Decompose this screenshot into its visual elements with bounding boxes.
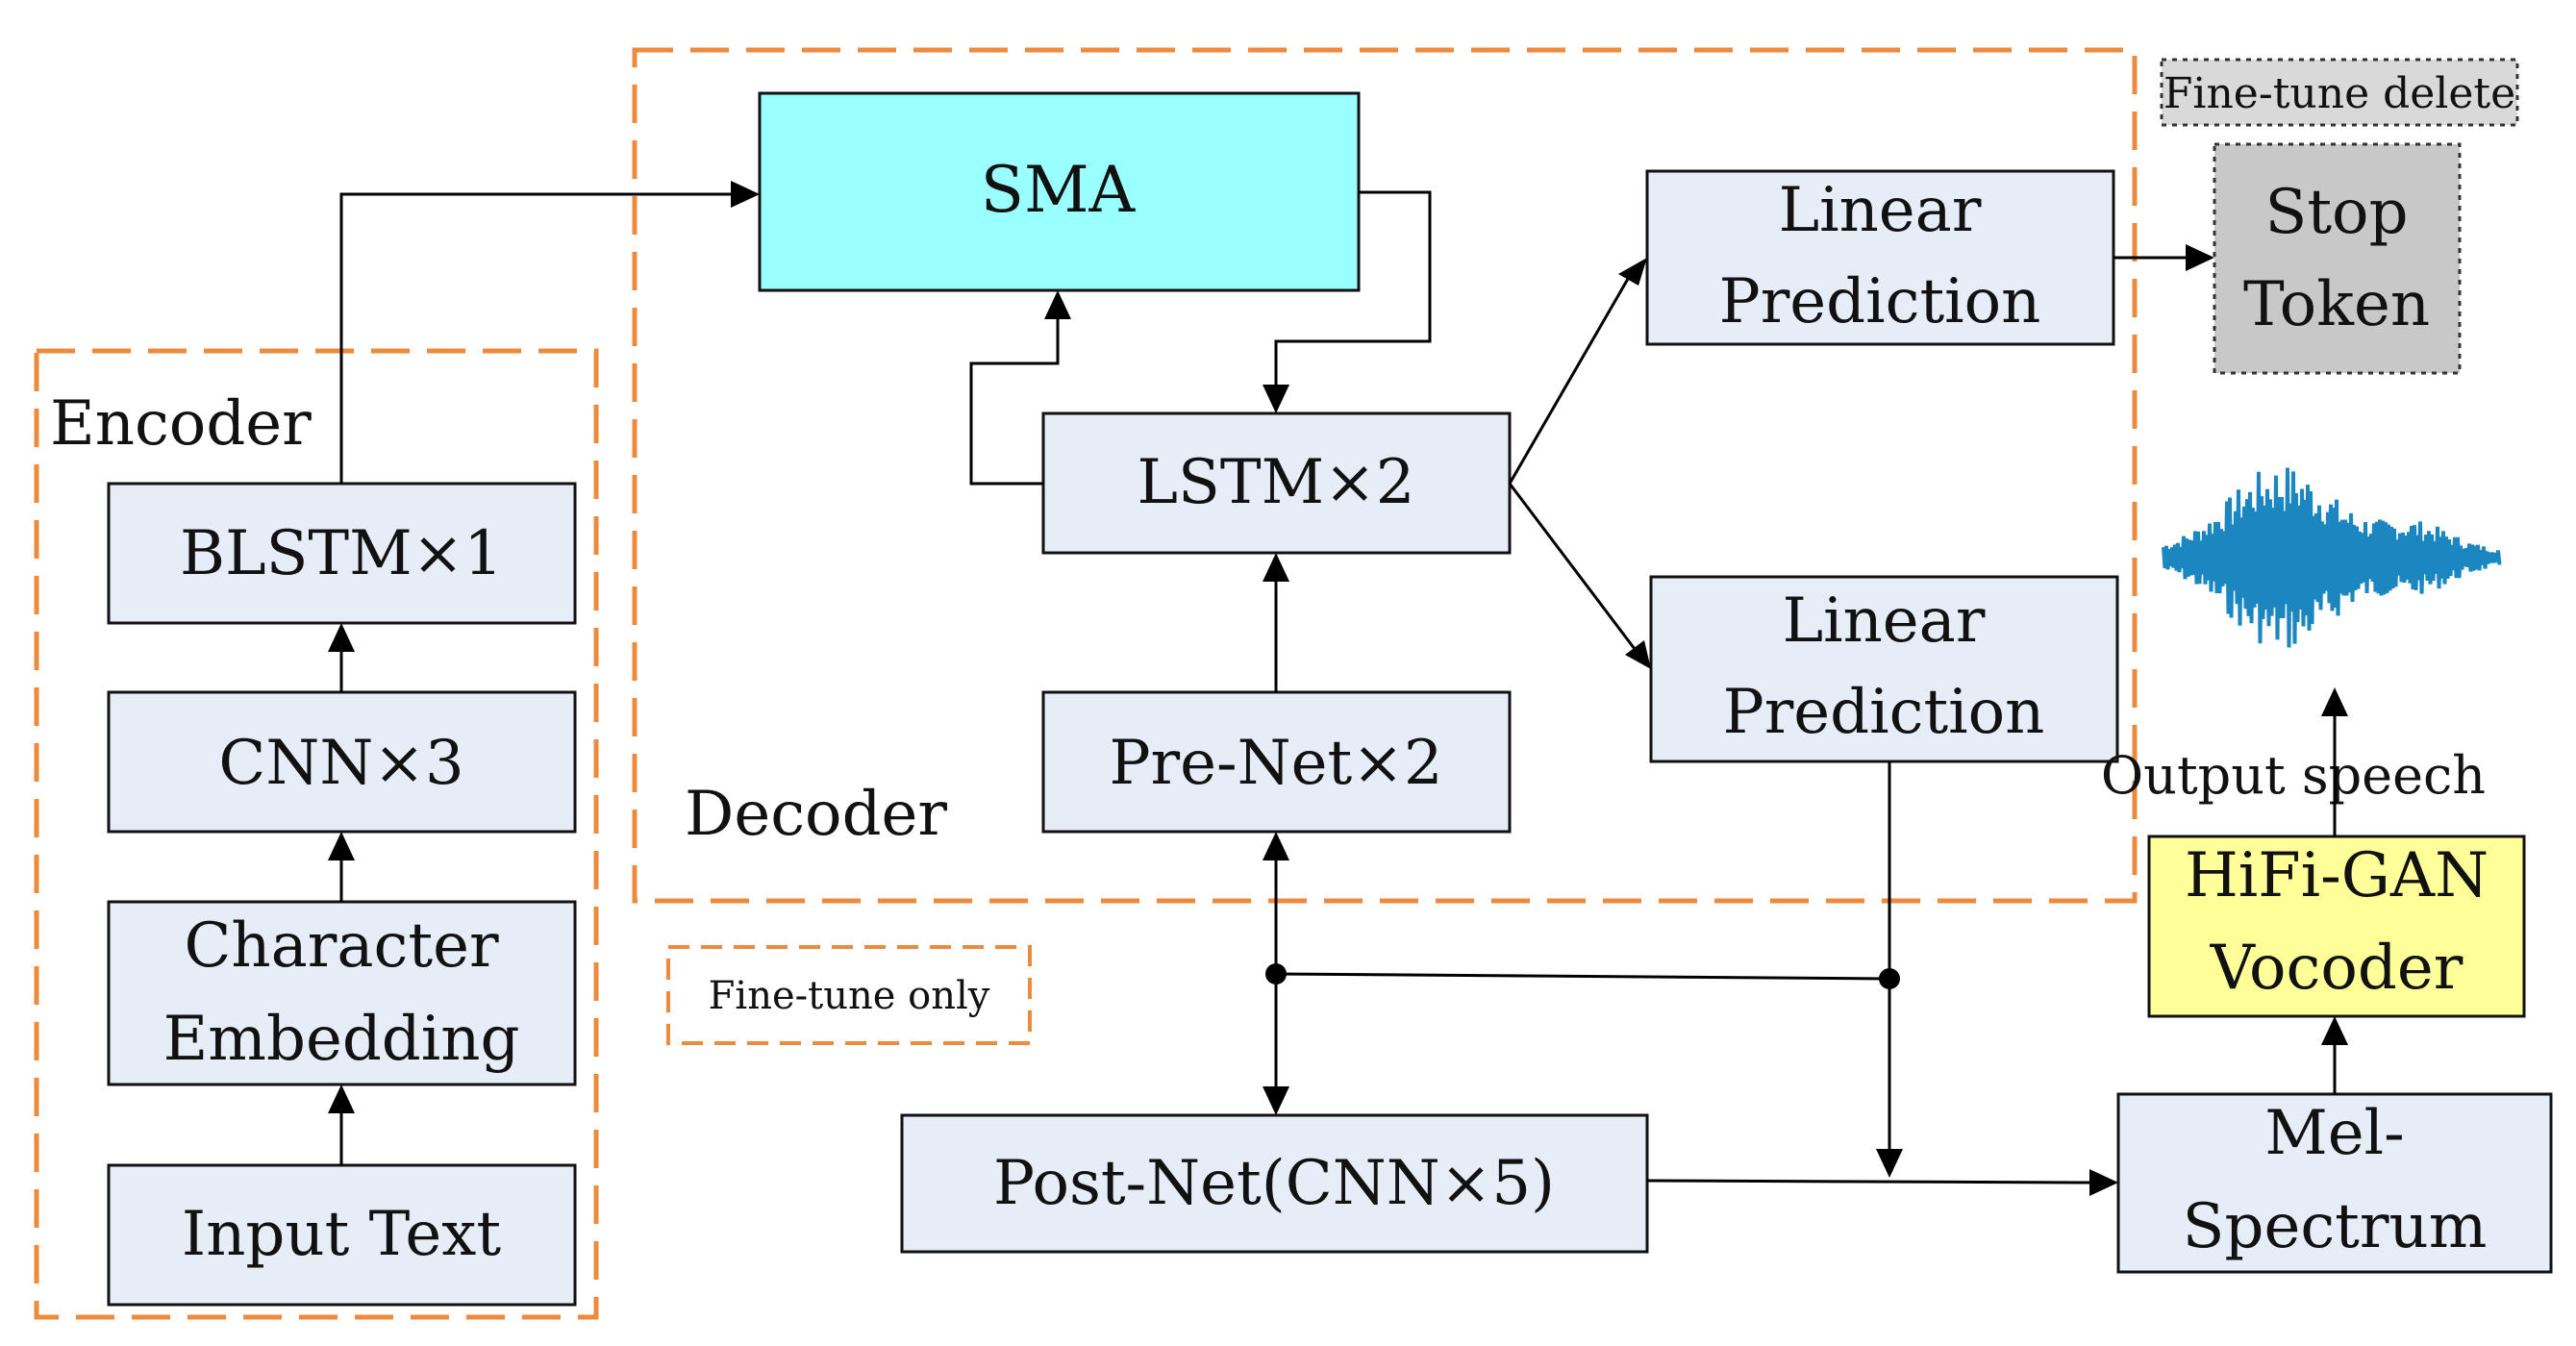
arrowhead [2321,687,2348,716]
arrow-blstm-to-sma [339,192,731,484]
linear-prediction-top-box [1645,169,2115,346]
finetune-delete-label: Fine-tune delete [2163,69,2515,118]
arrowhead [1044,290,1071,319]
arrowhead [328,1084,355,1113]
arrowhead [2321,1016,2348,1045]
postnet-label: Post-Net(CNN×5) [993,1148,1555,1219]
arrow-lstm-to-linear-top [1508,278,1630,485]
arrow-lstm-to-linear-bottom [1508,483,1637,650]
waveform-icon [2162,467,2502,648]
arrowhead [1625,640,1651,669]
encoder-label: Encoder [50,388,312,460]
character-embedding-line2: Embedding [163,1004,520,1075]
arrowhead [328,623,355,652]
arrowhead [1263,1086,1289,1115]
arrowhead [328,832,355,860]
finetune-only-label: Fine-tune only [709,974,990,1018]
vocoder-box [2147,835,2526,1018]
arrowhead [1618,258,1647,286]
finetune-only-box [666,945,1032,1045]
stop-token-line2: Token [2243,269,2430,340]
stop-token-box [2213,142,2462,375]
linear-prediction-bottom-line1: Linear [1783,586,1986,657]
arrow-lstm-to-sma [969,319,1060,486]
vocoder-line1: HiFi-GAN [2185,840,2488,911]
cnn-label: CNN×3 [218,728,463,799]
decoder-region [632,47,2138,904]
arrowhead [2186,244,2214,271]
arrowhead [731,181,760,208]
character-embedding-box [107,900,577,1086]
prenet-label: Pre-Net×2 [1109,728,1442,799]
input-text-box [107,1163,577,1307]
vocoder-line2: Vocoder [2210,933,2463,1004]
sma-box [758,91,1361,292]
input-text-label: Input Text [182,1199,501,1270]
mel-spectrum-box [2116,1092,2553,1274]
mel-spectrum-line2: Spectrum [2183,1191,2488,1262]
junction-dot-right [1879,968,1900,989]
stop-token-line1: Stop [2264,177,2408,248]
cnn-box [107,690,577,834]
linear-prediction-top-line1: Linear [1779,175,1982,246]
arrowhead [1263,832,1289,860]
linear-prediction-top-line2: Prediction [1719,266,2041,337]
lstm-label: LSTM×2 [1138,447,1415,518]
blstm-label: BLSTM×1 [180,518,503,589]
junction-line [1275,972,1890,981]
arrow-postnet-to-mel [1646,1179,2090,1184]
finetune-delete-box [2160,58,2519,127]
arrowhead [1263,385,1289,413]
arrow-sma-to-lstm [1274,190,1432,385]
blstm-box [107,482,577,625]
arrowhead [1876,1149,1903,1178]
lstm-box [1041,411,1512,555]
character-embedding-line1: Character [184,910,499,982]
linear-prediction-bottom-line2: Prediction [1723,677,2045,748]
output-speech-label: Output speech [2101,745,2486,806]
encoder-region [34,348,599,1320]
sma-label: SMA [981,153,1137,227]
mel-spectrum-line1: Mel- [2264,1098,2405,1169]
arrowhead [2089,1169,2118,1196]
linear-prediction-bottom-box [1649,575,2119,763]
arrowhead [1263,553,1289,582]
decoder-label: Decoder [685,779,947,850]
postnet-box [900,1113,1649,1254]
